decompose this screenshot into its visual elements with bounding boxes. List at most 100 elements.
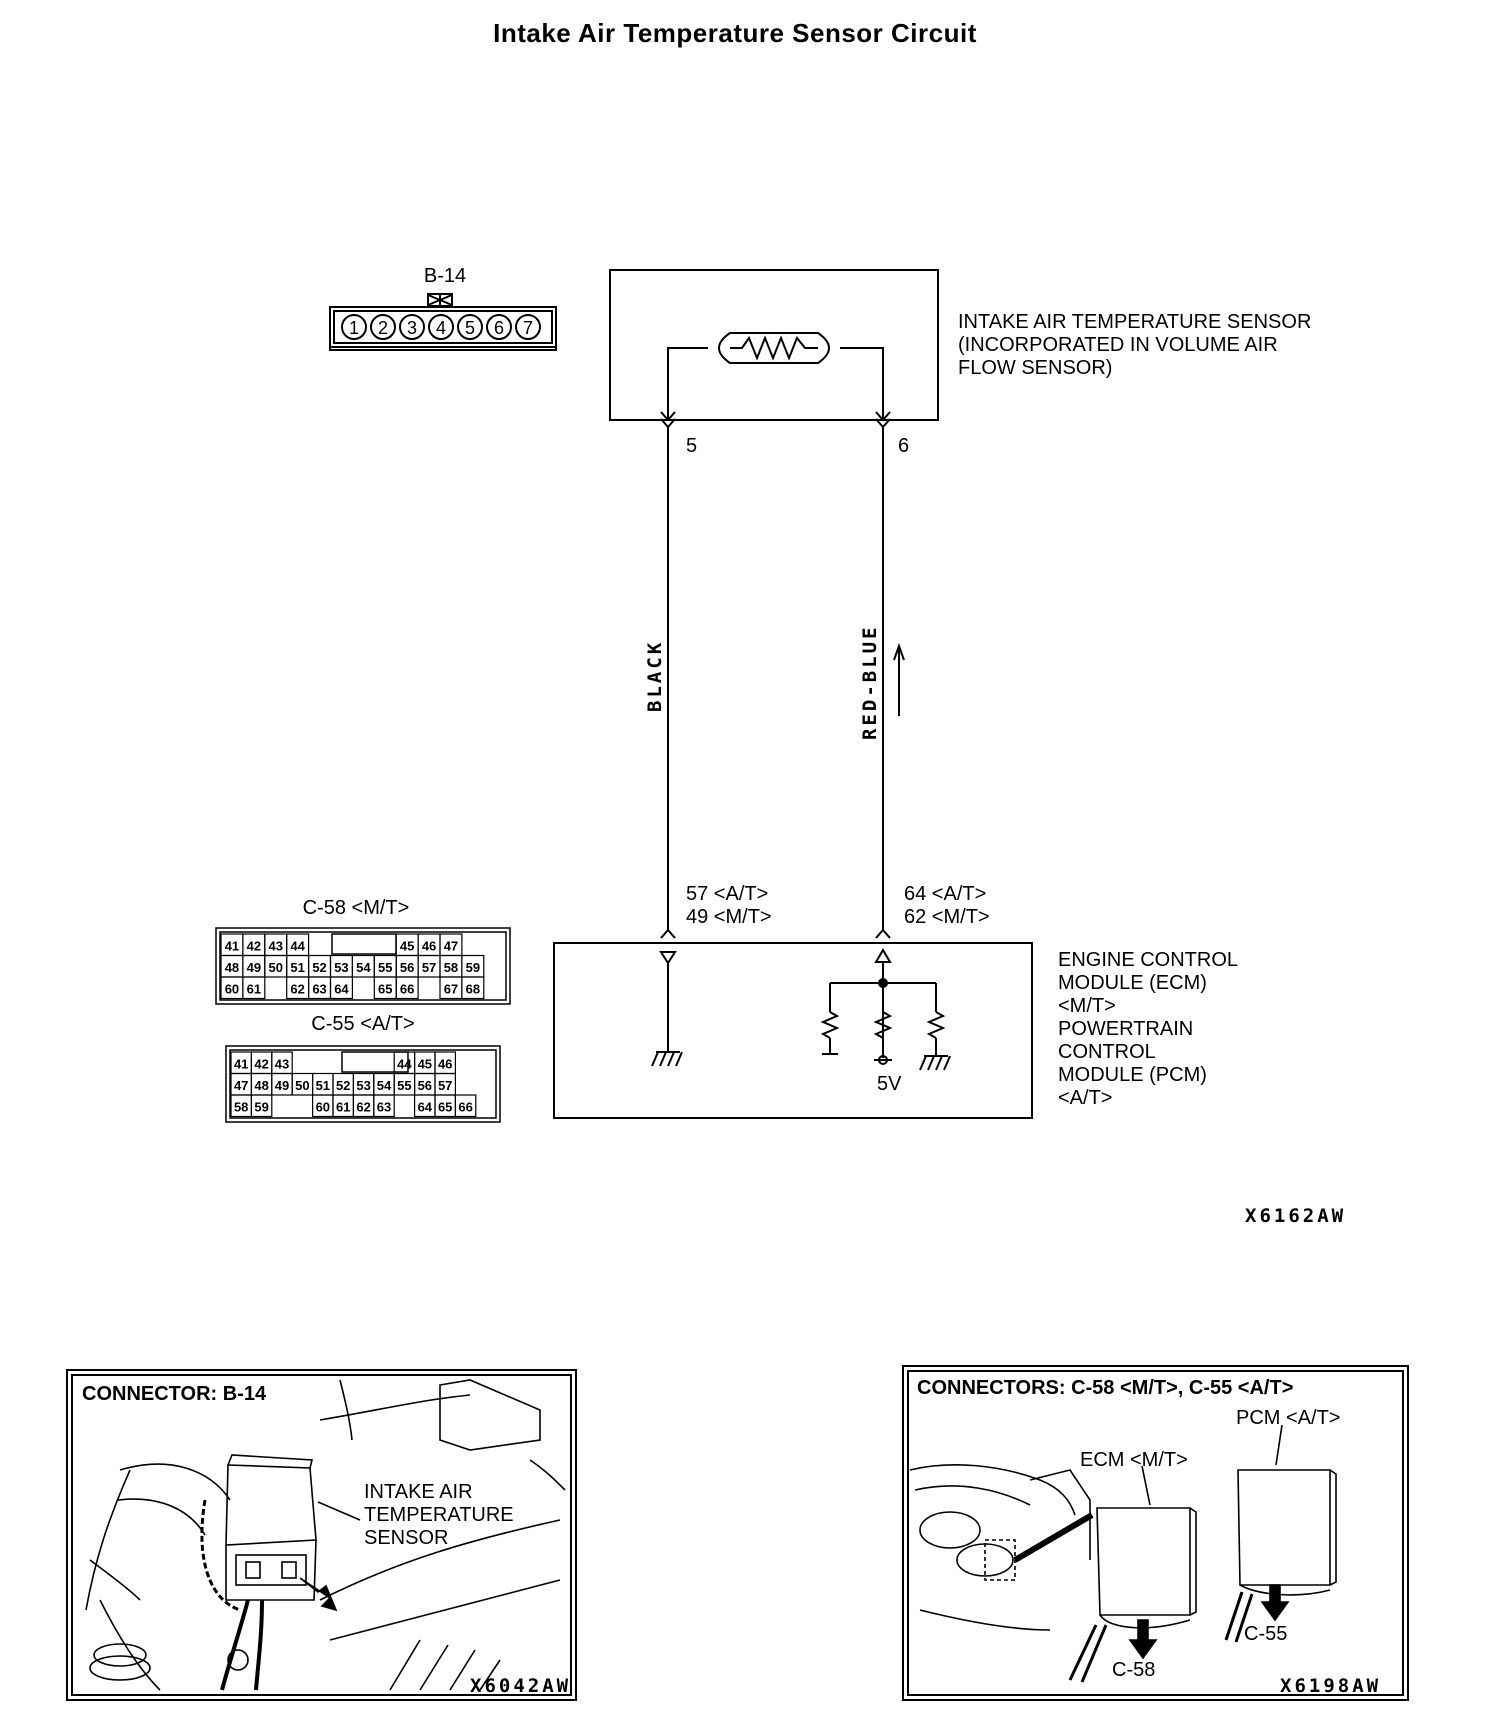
pcm-label: PCM <A/T>: [1236, 1407, 1340, 1429]
c55-label: C-55 <A/T>: [311, 1013, 414, 1035]
c55-pin-number: 51: [316, 1078, 330, 1093]
c55-pin-number: 52: [336, 1078, 350, 1093]
ecm-label: ENGINE CONTROL MODULE (ECM) <M/T> POWERT…: [1058, 949, 1238, 1109]
panel-left-callout-line: SENSOR: [364, 1527, 448, 1549]
b14-label: B-14: [424, 265, 466, 287]
c55-pin-cell: [373, 1094, 395, 1118]
c58-pin-number: 64: [334, 982, 349, 997]
panel-left-callout-line: TEMPERATURE: [364, 1504, 514, 1526]
c55-pin-number: 47: [234, 1078, 248, 1093]
b14-pin: 4: [436, 318, 446, 338]
c58-pin-number: 54: [356, 960, 371, 975]
c58-pin-number: 62: [290, 982, 304, 997]
wire-color-black: BLACK: [644, 640, 666, 712]
c55-pin-number: 65: [438, 1100, 452, 1115]
sensor-label-line: INTAKE AIR TEMPERATURE SENSOR: [958, 311, 1311, 333]
panel-right-heading: CONNECTORS: C-58 <M/T>, C-55 <A/T>: [917, 1377, 1293, 1399]
c55-pin-number: 66: [458, 1100, 472, 1115]
b14-pin-circles: [341, 314, 541, 340]
c58-pin-cell: [395, 976, 419, 1000]
panel-right-sketch: [909, 1424, 1337, 1683]
c58-pin-number: 66: [400, 982, 414, 997]
c55-pin-number: 46: [438, 1057, 452, 1072]
c58-pin-number: 42: [247, 939, 261, 954]
b14-pin: 1: [349, 318, 359, 338]
c55-pin-number: 61: [336, 1100, 350, 1115]
page-title: Intake Air Temperature Sensor Circuit: [493, 18, 977, 48]
c58-pin-number: 61: [247, 982, 261, 997]
c58-pin-number: 56: [400, 960, 414, 975]
c58-pin-number: 47: [444, 939, 458, 954]
c55-pin-number: 43: [275, 1057, 289, 1072]
c58-pin-number: 41: [225, 939, 239, 954]
c55-pin-number: 53: [356, 1078, 370, 1093]
ecm-label-line: <M/T>: [1058, 995, 1116, 1017]
panel-right-code: X6198AW: [1280, 1675, 1381, 1697]
ecm-pin-right-at: 64 <A/T>: [904, 883, 986, 905]
ecm-pin-left-mt: 49 <M/T>: [686, 906, 772, 928]
c58-pin-number: 68: [466, 982, 480, 997]
c55-pin-number: 62: [356, 1100, 370, 1115]
panel-left-heading: CONNECTOR: B-14: [82, 1383, 267, 1405]
sensor-label-line: FLOW SENSOR): [958, 357, 1112, 379]
b14-pin: 3: [407, 318, 417, 338]
c55-pin-number: 57: [438, 1078, 452, 1093]
panel-left-callout: INTAKE AIR TEMPERATURE SENSOR: [364, 1481, 514, 1549]
c55-pin-number: 44: [397, 1057, 412, 1072]
c58-label: C-58 <M/T>: [303, 897, 410, 919]
c55-pin-cell: [250, 1094, 273, 1118]
b14-pin: 6: [494, 318, 504, 338]
b14-pin: 2: [378, 318, 388, 338]
c58-pin-number: 45: [400, 939, 414, 954]
ecm-label-line: CONTROL: [1058, 1041, 1156, 1063]
c55-pin-number: 59: [254, 1100, 268, 1115]
c58-location-label: C-58: [1112, 1659, 1155, 1681]
c58-pin-number: 51: [290, 960, 304, 975]
c58-pin-number: 57: [422, 960, 436, 975]
c55-pin-cell: [454, 1094, 477, 1118]
panel-left-sketch: [85, 1379, 566, 1691]
c58-connector: [215, 927, 511, 1005]
sensor-pin-chevrons: [660, 411, 891, 429]
c58-pin-number: 63: [312, 982, 326, 997]
c58-pin-cell: [461, 976, 485, 1000]
panel-left-frame: [66, 1369, 577, 1701]
c55-location-label: C-55: [1244, 1623, 1287, 1645]
c58-pin-number: 48: [225, 960, 239, 975]
c55-pin-number: 50: [295, 1078, 309, 1093]
sensor-pin-6: 6: [898, 435, 909, 457]
c58-pin-number: 50: [269, 960, 283, 975]
b14-pin: 7: [523, 318, 533, 338]
ecm-label-line: <A/T>: [1058, 1087, 1112, 1109]
ecm-entry-chevrons: [660, 928, 891, 939]
c55-pin-number: 48: [254, 1078, 268, 1093]
b14-pin: 5: [465, 318, 475, 338]
ecm-location-label: ECM <M/T>: [1080, 1449, 1188, 1471]
c58-pin-cell: [329, 976, 353, 1000]
c55-pin-number: 42: [254, 1057, 268, 1072]
c55-pin-number: 56: [418, 1078, 432, 1093]
c55-pin-number: 64: [418, 1100, 433, 1115]
ecm-label-line: MODULE (PCM): [1058, 1064, 1207, 1086]
ecm-pin-left-at: 57 <A/T>: [686, 883, 768, 905]
c58-pin-number: 43: [269, 939, 283, 954]
diagram-code-main: X6162AW: [1245, 1205, 1346, 1227]
ecm-box: [553, 942, 1033, 1119]
ecm-pin-right-mt: 62 <M/T>: [904, 906, 990, 928]
panel-left-code: X6042AW: [470, 1675, 571, 1697]
ecm-label-line: POWERTRAIN: [1058, 1018, 1193, 1040]
wire-color-red-blue: RED-BLUE: [859, 624, 881, 740]
c55-pin-number: 41: [234, 1057, 248, 1072]
sensor-label-line: (INCORPORATED IN VOLUME AIR: [958, 334, 1278, 356]
c58-pin-number: 65: [378, 982, 392, 997]
c58-pin-number: 49: [247, 960, 261, 975]
b14-connector: [329, 293, 557, 351]
c58-pin-cell: [242, 976, 266, 1000]
ecm-label-line: MODULE (ECM): [1058, 972, 1207, 994]
ecm-label-line: ENGINE CONTROL: [1058, 949, 1238, 971]
supply-voltage-label: 5V: [877, 1073, 902, 1095]
c55-pin-number: 45: [418, 1057, 432, 1072]
c58-pin-number: 53: [334, 960, 348, 975]
c58-pin-number: 44: [290, 939, 305, 954]
